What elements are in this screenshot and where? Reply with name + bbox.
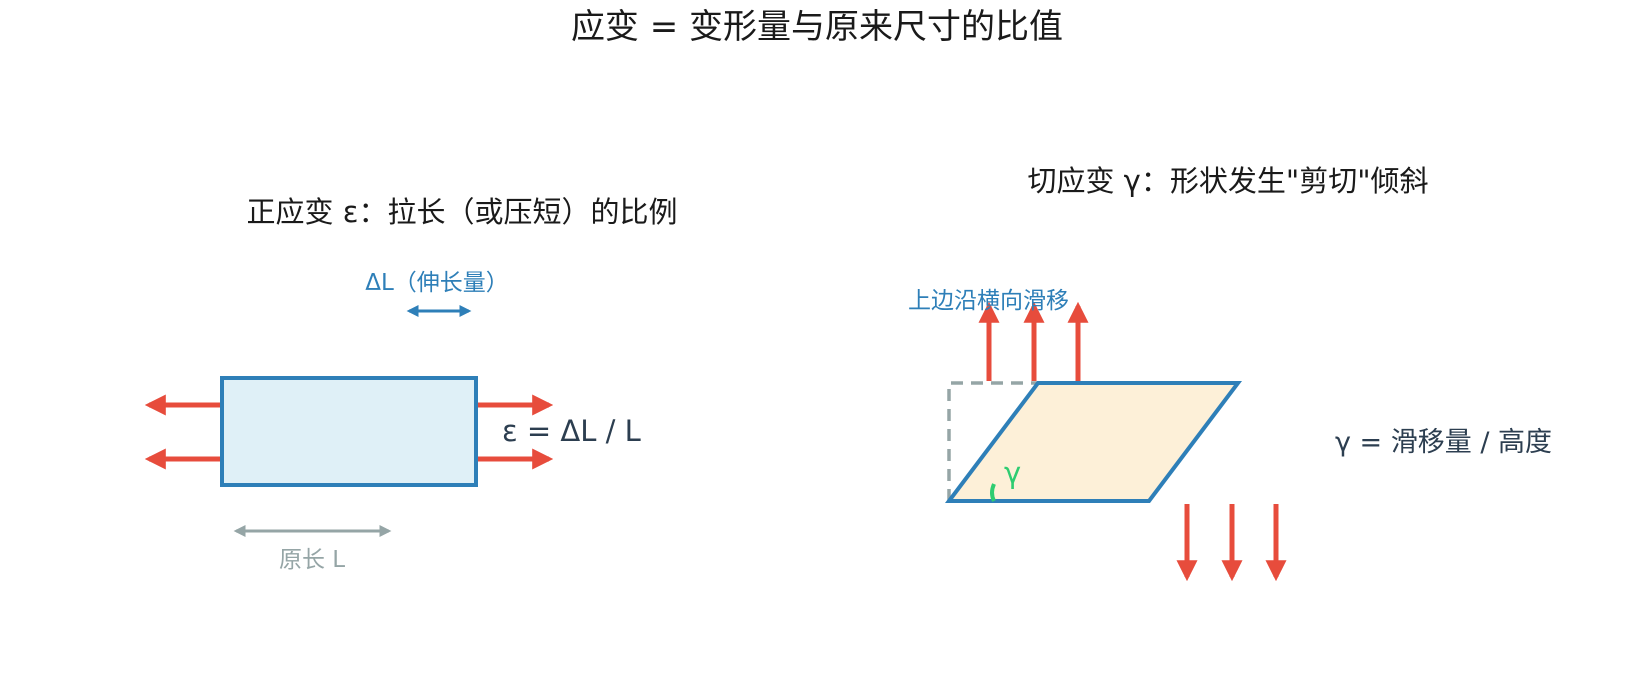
shear-strain-formula: γ = 滑移量 / 高度	[1335, 427, 1552, 458]
shear-strain-panel: 切应变 γ：形状发生"剪切"倾斜 γ 上边沿横向滑移 γ = 滑移量 / 高度	[908, 164, 1552, 582]
shear-angle-symbol: γ	[1004, 456, 1021, 490]
normal-strain-formula: ε = ΔL / L	[502, 414, 641, 448]
main-title: 应变 = 变形量与原来尺寸的比值	[571, 7, 1063, 47]
delta-l-label: ΔL（伸长量）	[365, 270, 509, 296]
normal-strain-panel: 正应变 ε：拉长（或压短）的比例 ΔL（伸长量） ε = ΔL / L 原长 L	[144, 195, 678, 573]
top-slip-label: 上边沿横向滑移	[908, 288, 1069, 314]
normal-strain-bar	[220, 376, 478, 487]
original-length-label: 原长 L	[279, 547, 345, 573]
shear-strain-title: 切应变 γ：形状发生"剪切"倾斜	[1027, 164, 1428, 198]
sheared-block	[944, 381, 1243, 503]
normal-strain-title: 正应变 ε：拉长（或压短）的比例	[247, 195, 678, 229]
shear-angle-arc	[990, 483, 996, 502]
